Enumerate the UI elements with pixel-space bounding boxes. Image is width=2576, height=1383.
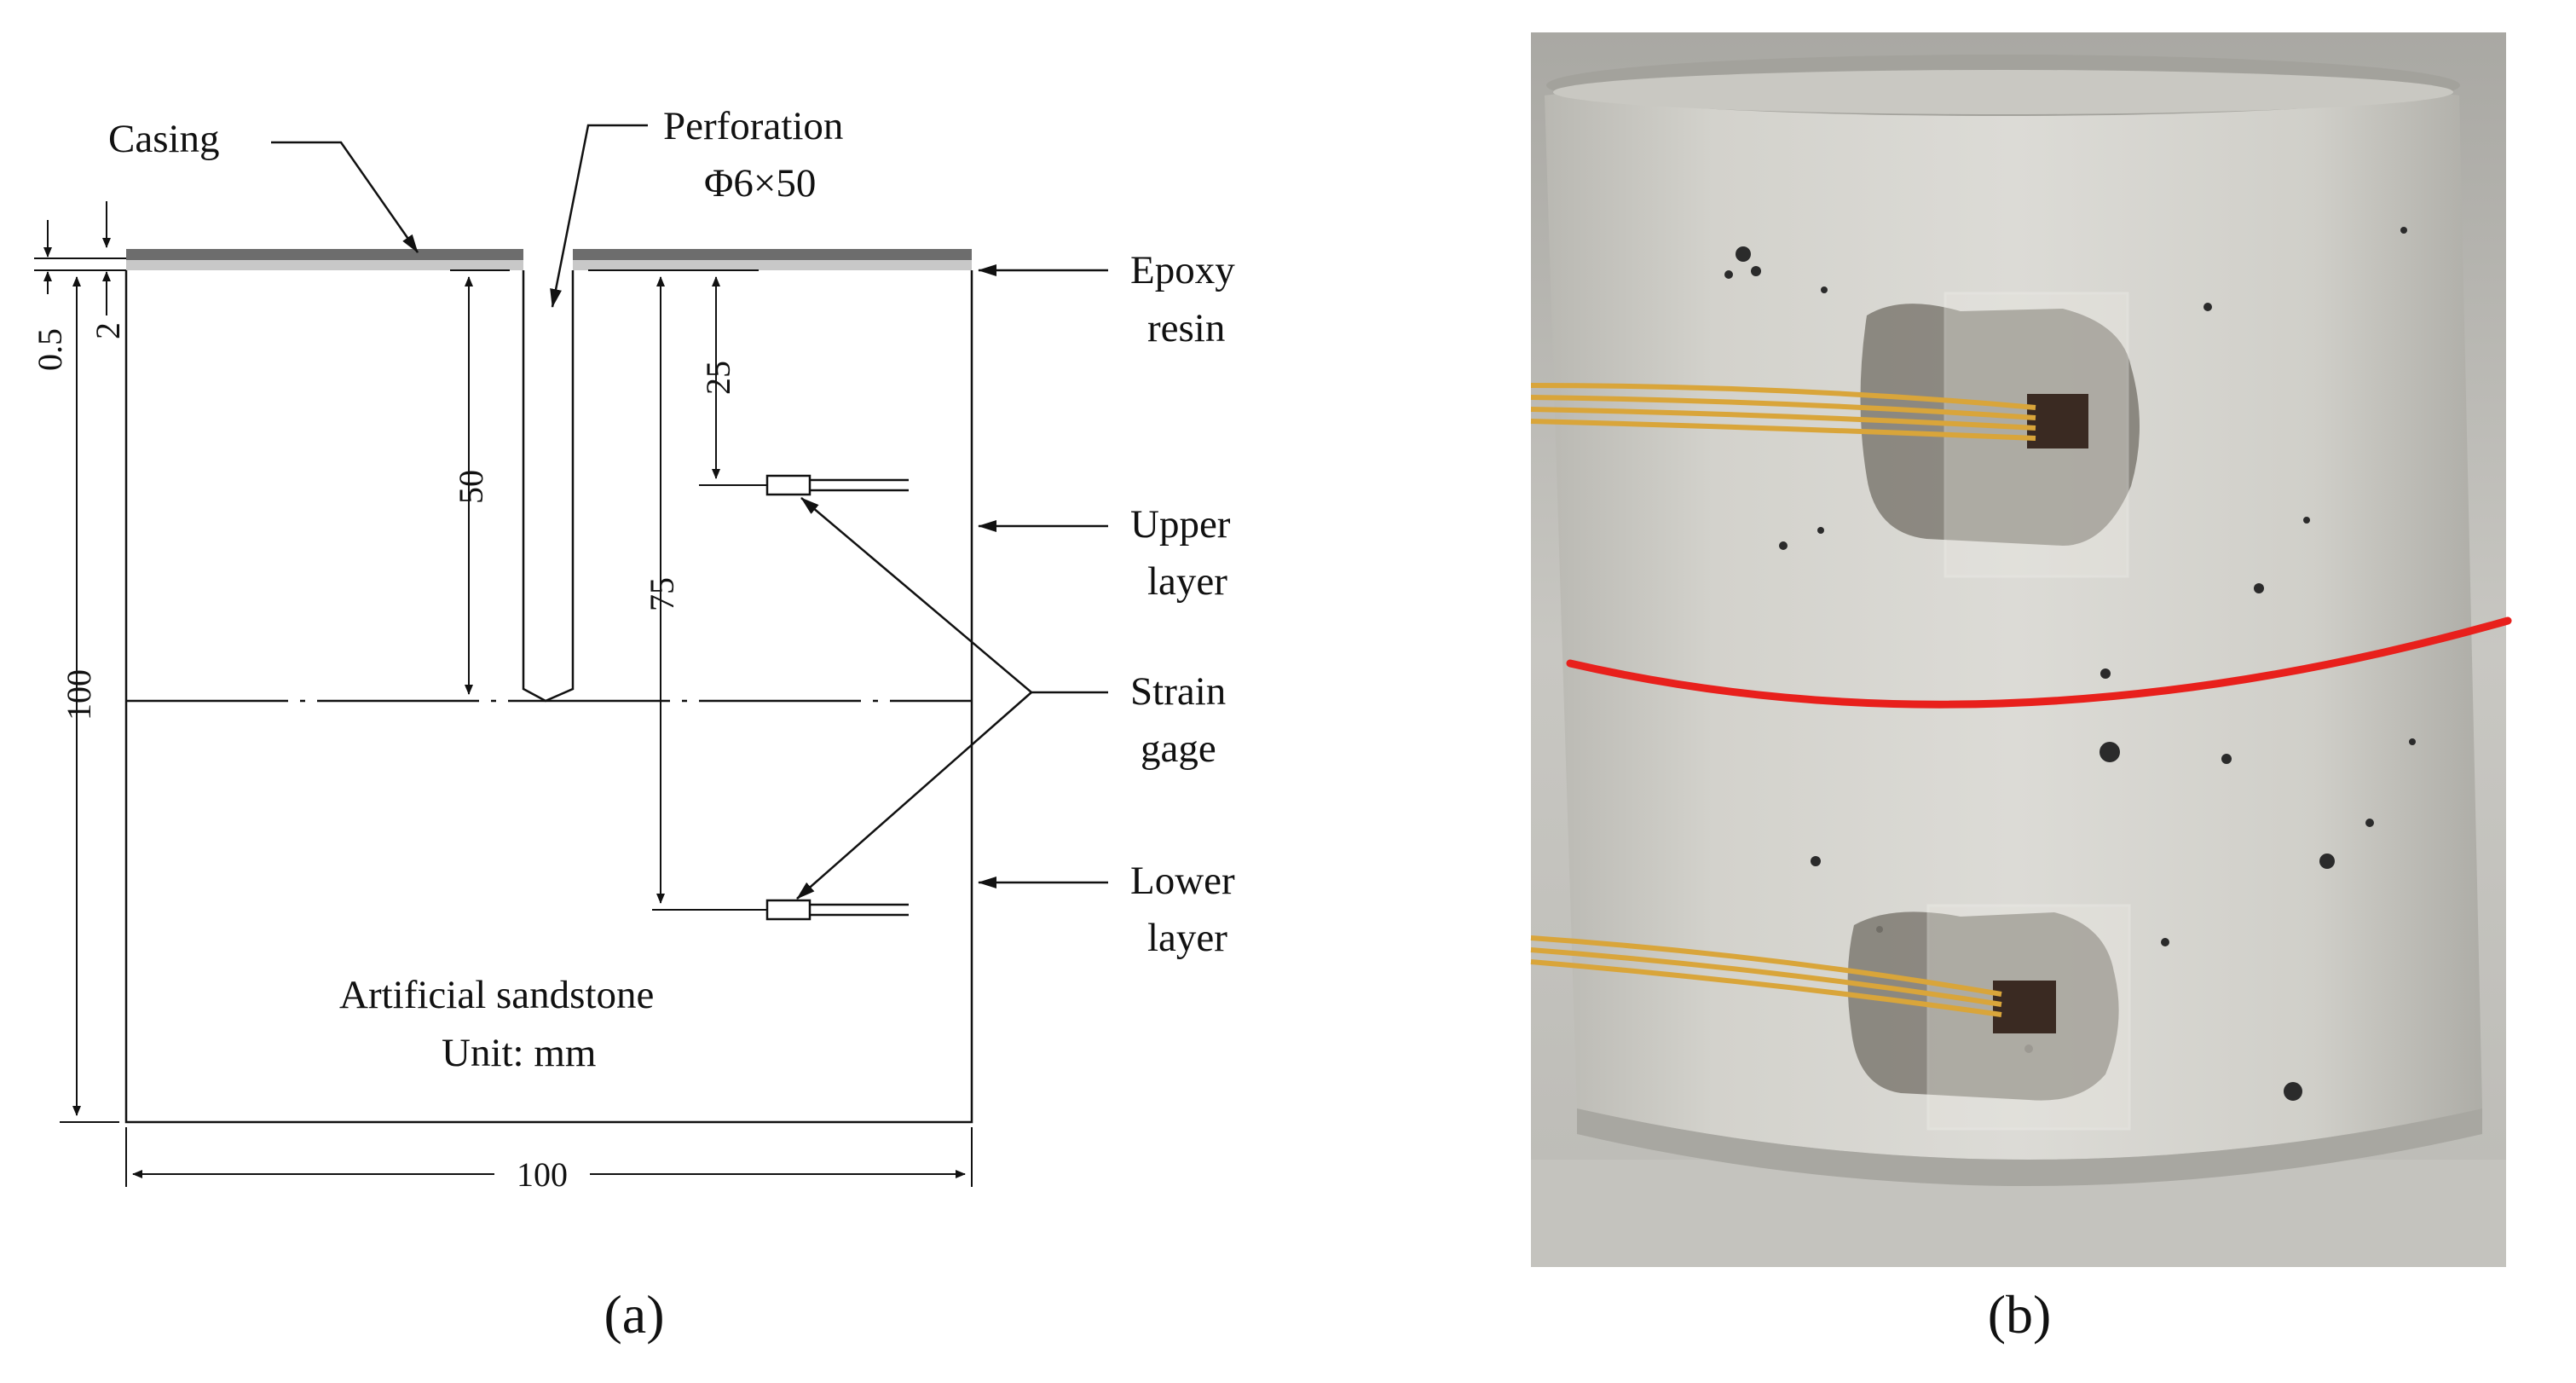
gage-upper bbox=[2027, 394, 2088, 448]
epoxy-label-line2: resin bbox=[1147, 306, 1225, 350]
lower-layer-label: Lower bbox=[1130, 859, 1235, 903]
strain-leader-lower bbox=[796, 692, 1032, 900]
dim-thickness bbox=[34, 201, 126, 315]
strain-gage-upper bbox=[765, 474, 909, 496]
casing-label: Casing bbox=[108, 117, 220, 161]
epoxy-right bbox=[573, 260, 972, 270]
caption-a: (a) bbox=[604, 1284, 664, 1345]
specimen-outline bbox=[124, 270, 973, 1124]
upper-layer-label-line2: layer bbox=[1147, 559, 1227, 604]
perforation-label: Perforation bbox=[663, 104, 843, 148]
cylinder-bottom-shadow bbox=[1577, 1108, 2482, 1186]
dim-100-horizontal bbox=[125, 1127, 973, 1187]
strain-gage-label: Strain bbox=[1130, 669, 1226, 714]
epoxy-left bbox=[126, 260, 523, 270]
dim-50 bbox=[450, 269, 510, 695]
specimen-cylinder bbox=[1545, 65, 2482, 1160]
dim-25 bbox=[588, 269, 767, 486]
concrete-pores bbox=[1724, 227, 2416, 1101]
upper-layer-label: Upper bbox=[1130, 502, 1231, 547]
dim-casing-thickness-label: 0.5 bbox=[31, 328, 69, 371]
panel-b-photo: (b) bbox=[1530, 32, 2512, 1345]
lower-layer-label-line2: layer bbox=[1147, 916, 1227, 960]
dim-epoxy-thickness-label: 2 bbox=[89, 322, 127, 339]
perforation-size: Φ6×50 bbox=[704, 161, 816, 205]
dim-50-label: 50 bbox=[452, 470, 490, 504]
dim-100-horizontal-label: 100 bbox=[517, 1155, 568, 1194]
gage-lower bbox=[1993, 981, 2056, 1033]
dim-75-label: 75 bbox=[643, 577, 681, 611]
casing-right bbox=[573, 249, 972, 260]
material-label: Artificial sandstone bbox=[339, 973, 654, 1017]
casing-left bbox=[126, 249, 523, 260]
epoxy-label: Epoxy bbox=[1130, 248, 1235, 292]
unit-label: Unit: mm bbox=[442, 1031, 596, 1075]
red-mark-line bbox=[1566, 616, 2512, 709]
dim-100-vertical-label: 100 bbox=[60, 669, 98, 720]
perforation-slot bbox=[522, 270, 575, 703]
casing-leader bbox=[271, 141, 419, 253]
wires-lower bbox=[1530, 935, 2002, 1017]
strain-gage-lower bbox=[765, 899, 909, 921]
strain-gage-label-line2: gage bbox=[1141, 726, 1216, 771]
dim-25-label: 25 bbox=[699, 361, 737, 395]
panel-a-labels: Casing Perforation Φ6×50 Epoxy resin Upp… bbox=[31, 104, 1235, 1345]
panel-a-drawing bbox=[34, 124, 1108, 1187]
wires-upper bbox=[1530, 383, 2036, 441]
perforation-leader bbox=[550, 124, 648, 308]
dim-75 bbox=[652, 276, 767, 911]
epoxy-patch-lower bbox=[1847, 911, 2119, 1101]
caption-b: (b) bbox=[1988, 1284, 2052, 1345]
dim-100-vertical bbox=[60, 276, 119, 1123]
